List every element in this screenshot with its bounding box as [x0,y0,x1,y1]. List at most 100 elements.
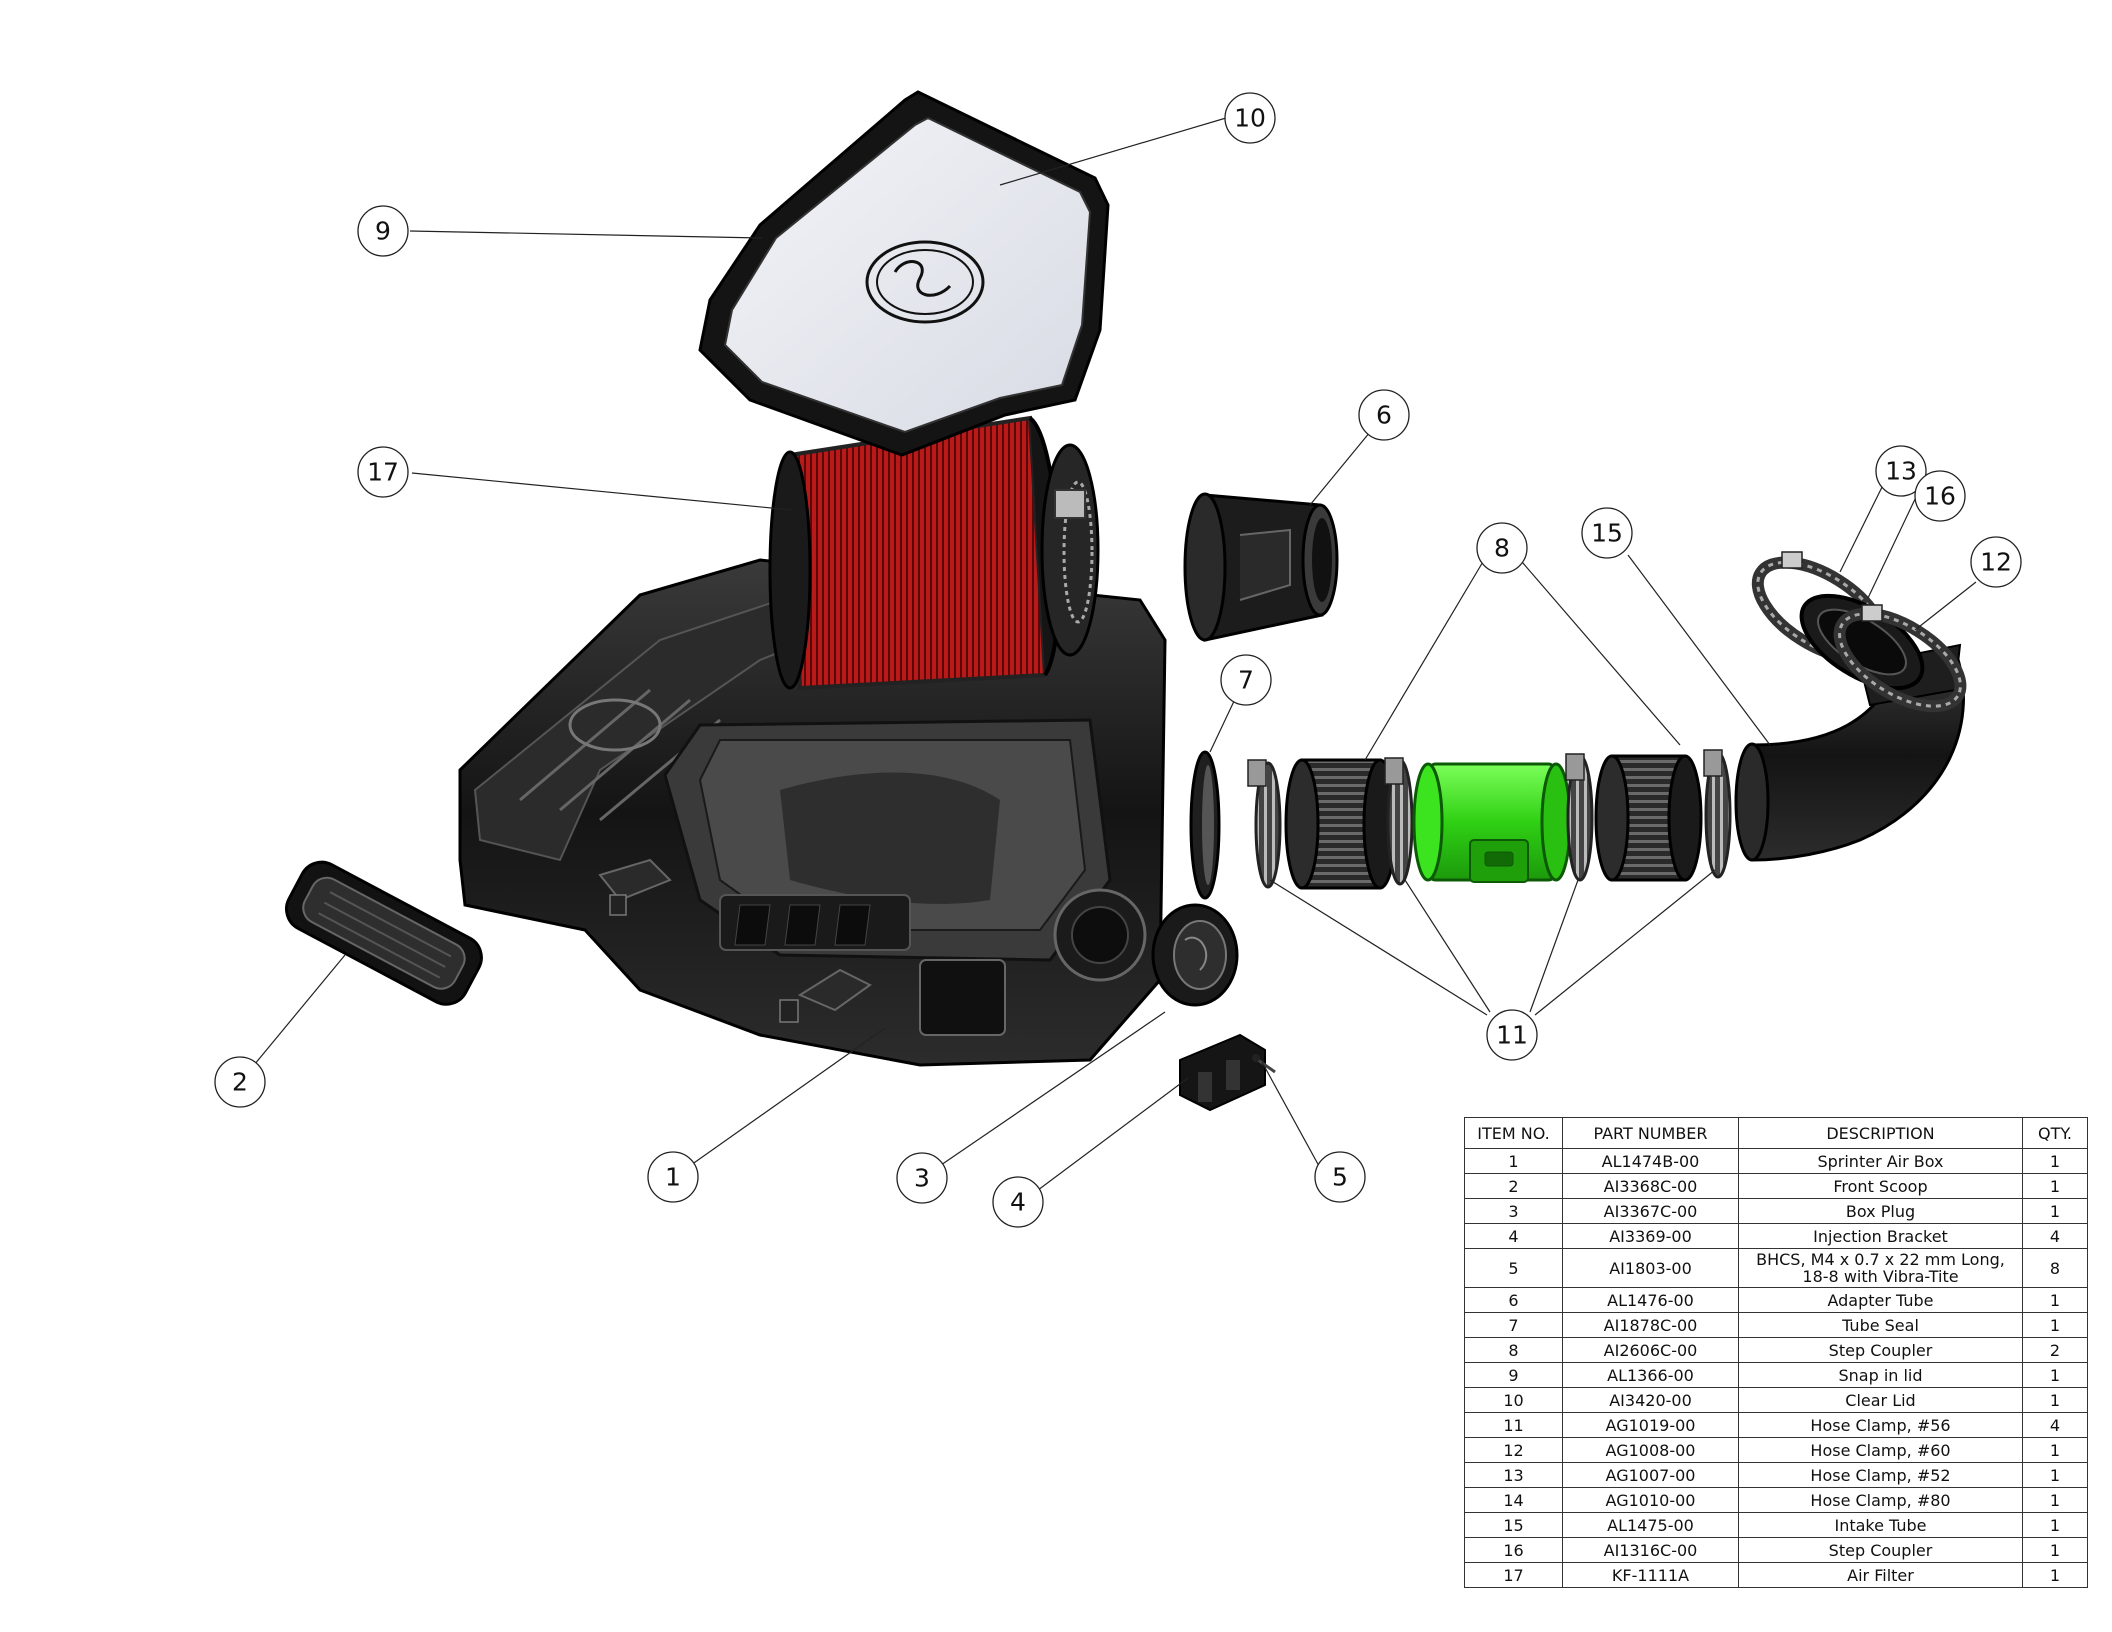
cell-qty: 1 [2022,1198,2088,1224]
maf-sensor-housing [1412,762,1572,883]
cell-qty: 1 [2022,1512,2088,1538]
front-scoop [285,860,483,1006]
balloon-6: 6 [1358,389,1410,441]
hose-clamp-c [1565,753,1594,882]
cell-item: 2 [1464,1173,1563,1199]
cell-item: 16 [1464,1537,1563,1563]
cell-part: AG1007-00 [1562,1462,1739,1488]
cell-item: 4 [1464,1223,1563,1249]
svg-text:11: 11 [1496,1021,1528,1050]
hose-clamp-d [1703,749,1732,879]
cell-desc: Air Filter [1738,1562,2023,1588]
cell-part: AG1010-00 [1562,1487,1739,1513]
cell-part: AL1474B-00 [1562,1148,1739,1174]
cell-part: KF-1111A [1562,1562,1739,1588]
cell-item: 1 [1464,1148,1563,1174]
step-coupler-b [1594,754,1703,882]
header-part-number: PART NUMBER [1562,1117,1739,1149]
cell-item: 13 [1464,1462,1563,1488]
balloon-9: 9 [357,205,409,257]
cell-qty: 1 [2022,1312,2088,1338]
cell-qty: 1 [2022,1362,2088,1388]
cell-desc: Step Coupler [1738,1337,2023,1363]
cell-qty: 1 [2022,1462,2088,1488]
balloon-11: 11 [1486,1009,1538,1061]
header-description: DESCRIPTION [1738,1117,2023,1149]
cell-part: AI1316C-00 [1562,1537,1739,1563]
cell-part: AL1475-00 [1562,1512,1739,1538]
cell-qty: 1 [2022,1148,2088,1174]
clear-lid [723,116,1092,434]
svg-text:10: 10 [1234,104,1266,133]
balloon-12: 12 [1970,536,2022,588]
cell-desc: Hose Clamp, #52 [1738,1462,2023,1488]
svg-text:9: 9 [375,217,391,246]
cell-item: 12 [1464,1437,1563,1463]
cell-desc: Box Plug [1738,1198,2023,1224]
cell-part: AI1878C-00 [1562,1312,1739,1338]
air-box-housing [458,558,1167,1067]
injection-bracket [1179,1033,1266,1112]
cell-part: AL1476-00 [1562,1287,1739,1313]
cell-qty: 1 [2022,1562,2088,1588]
balloon-13: 13 [1875,445,1927,497]
svg-text:3: 3 [914,1164,930,1193]
cell-part: AI1803-00 [1562,1248,1739,1288]
balloon-5: 5 [1314,1151,1366,1203]
svg-text:1: 1 [665,1163,681,1192]
cell-item: 3 [1464,1198,1563,1224]
cell-desc: Snap in lid [1738,1362,2023,1388]
balloon-2: 2 [214,1056,266,1108]
cell-desc: Hose Clamp, #56 [1738,1412,2023,1438]
cell-part: AI3420-00 [1562,1387,1739,1413]
cell-qty: 1 [2022,1487,2088,1513]
balloon-16: 16 [1914,470,1966,522]
cell-qty: 1 [2022,1173,2088,1199]
cell-part: AI3367C-00 [1562,1198,1739,1224]
header-qty: QTY. [2022,1117,2088,1149]
cell-item: 14 [1464,1487,1563,1513]
cell-item: 6 [1464,1287,1563,1313]
cell-desc: Front Scoop [1738,1173,2023,1199]
cell-desc: Injection Bracket [1738,1223,2023,1249]
cell-qty: 1 [2022,1537,2088,1563]
cell-item: 5 [1464,1248,1563,1288]
intake-tube [1734,643,1965,862]
cell-qty: 1 [2022,1387,2088,1413]
svg-text:7: 7 [1238,666,1254,695]
cell-part: AI3369-00 [1562,1223,1739,1249]
hose-clamp-12 [1833,604,1967,713]
cell-part: AG1008-00 [1562,1437,1739,1463]
step-coupler-a [1284,758,1398,890]
cell-desc: Step Coupler [1738,1537,2023,1563]
cell-qty: 4 [2022,1223,2088,1249]
hose-clamp-b [1384,757,1414,886]
balloon-4: 4 [992,1176,1044,1228]
balloon-10: 10 [1224,92,1276,144]
svg-text:17: 17 [367,458,399,487]
table-header-row: ITEM NO. PART NUMBER DESCRIPTION QTY. [1464,1117,2088,1149]
cell-qty: 1 [2022,1287,2088,1313]
balloon-15: 15 [1581,507,1633,559]
s-b-logo-lid [865,240,985,324]
cell-desc: Sprinter Air Box [1738,1148,2023,1174]
cell-item: 11 [1464,1412,1563,1438]
svg-text:6: 6 [1376,401,1392,430]
svg-text:13: 13 [1885,457,1917,486]
cell-qty: 1 [2022,1437,2088,1463]
cell-desc: Intake Tube [1738,1512,2023,1538]
header-item-no: ITEM NO. [1464,1117,1563,1149]
cell-desc: Hose Clamp, #60 [1738,1437,2023,1463]
